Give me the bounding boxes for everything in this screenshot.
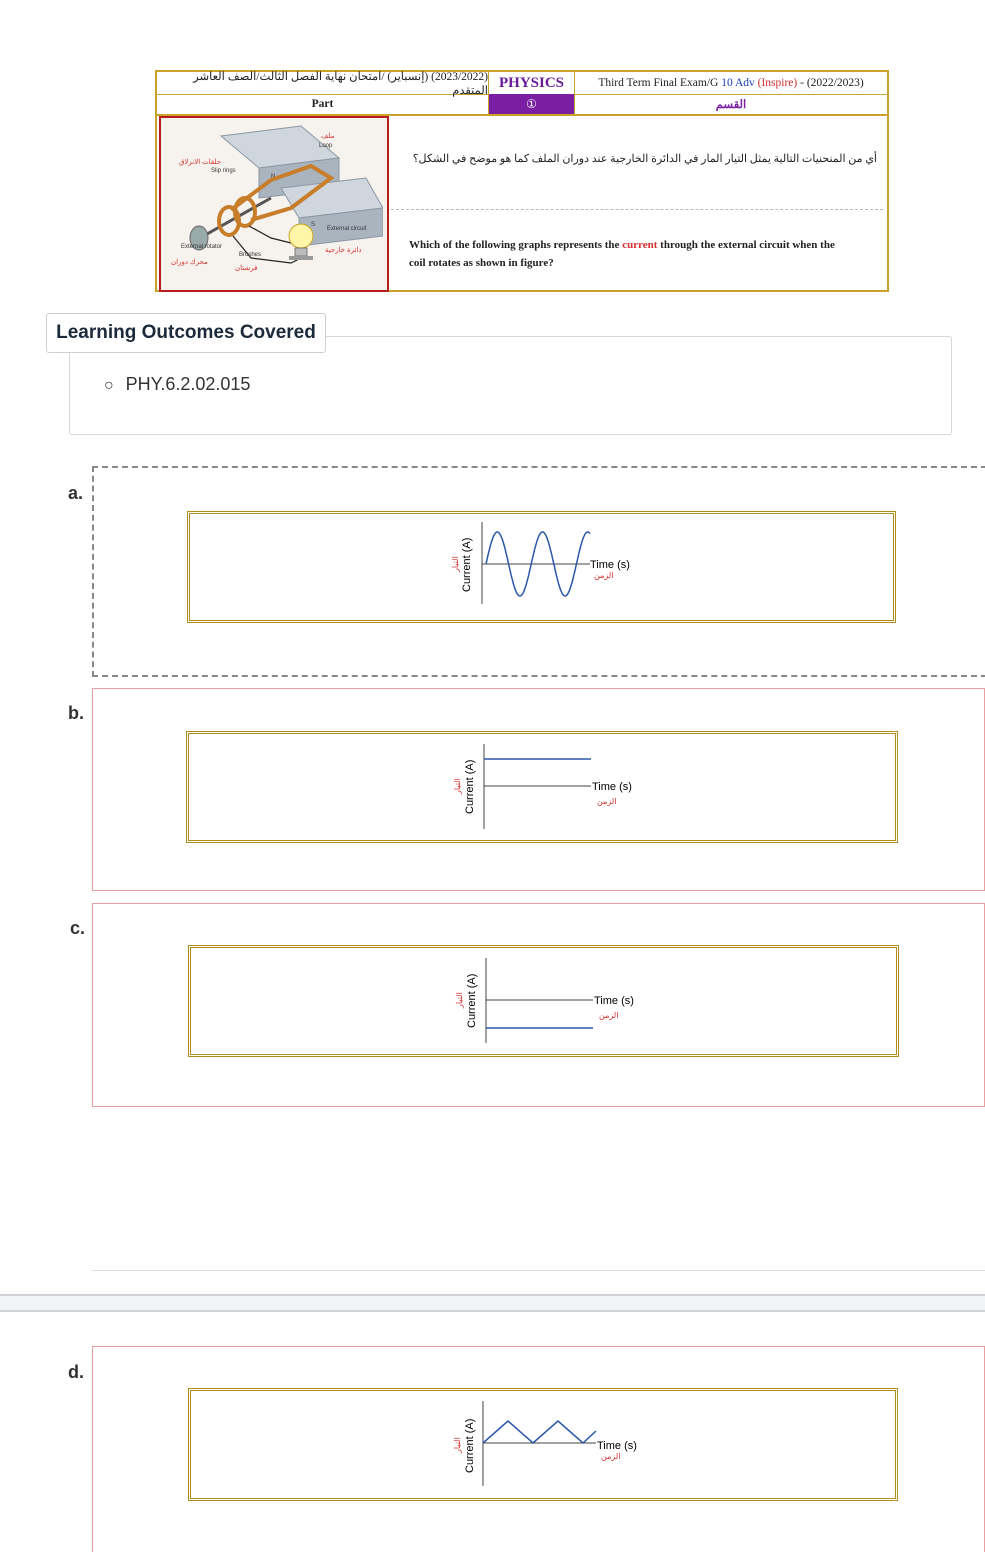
y-axis-label-ar: التيار <box>451 556 460 573</box>
x-axis-label: Time (s) <box>594 995 634 1007</box>
x-axis-label: Time (s) <box>590 559 630 571</box>
y-axis-label: Current (A) <box>464 760 476 814</box>
option-d-letter: d. <box>68 1362 84 1382</box>
svg-text:S: S <box>311 222 315 228</box>
header-row-part: Part ① القسم <box>157 94 887 116</box>
learning-outcomes-panel <box>69 336 952 435</box>
option-a[interactable] <box>92 466 985 677</box>
header-arabic-title: (2023/2022) (إنسباير) /امتحان نهاية الفص… <box>157 71 489 97</box>
y-axis-label-ar: التيار <box>453 1437 462 1454</box>
x-axis-label: Time (s) <box>597 1440 637 1452</box>
part-label: Part <box>157 94 489 114</box>
graph-svg-b: Current (A) التيار Time (s) الزمن <box>453 744 632 829</box>
question-arabic: أي من المنحنيات التالية يمثل التيار الما… <box>412 153 877 165</box>
option-a-letter: a. <box>68 483 84 503</box>
y-axis-label: Current (A) <box>461 538 473 592</box>
x-axis-label-ar: الزمن <box>601 1452 620 1461</box>
triangle-wave <box>482 1420 597 1445</box>
graph-svg-d: Current (A) التيار Time (s) الزمن <box>453 1401 637 1486</box>
label-external-circuit-ar: دائرة خارجية <box>325 246 362 254</box>
generator-figure: N S ملف Loop حلقات الانزلاق Slip rings E… <box>159 116 389 292</box>
content-divider <box>92 1270 985 1271</box>
label-slip-rings-ar: حلقات الانزلاق <box>179 158 221 166</box>
label-brushes-ar: فرشتان <box>235 264 257 272</box>
option-c-letter: c. <box>70 918 86 938</box>
label-loop-ar: ملف <box>321 132 335 140</box>
svg-text:N: N <box>271 174 275 180</box>
header-english-title: Third Term Final Exam/G 10 Adv (Inspire)… <box>598 77 864 89</box>
option-a-graph[interactable]: Current (A) التيار Time (s) الزمن <box>187 511 896 623</box>
label-loop-en: Loop <box>319 143 333 149</box>
label-slip-rings-en: Slip rings <box>211 168 236 174</box>
label-external-circuit-en: External circuit <box>327 226 367 232</box>
x-axis-label-ar: الزمن <box>599 1011 618 1020</box>
question-header: (2023/2022) (إنسباير) /امتحان نهاية الفص… <box>155 70 889 292</box>
x-axis-label-ar: الزمن <box>597 797 616 806</box>
y-axis-label-ar: التيار <box>453 778 462 795</box>
graph-svg-c: Current (A) التيار Time (s) الزمن <box>455 958 634 1043</box>
label-external-rotator-en: External rotator <box>181 244 222 250</box>
sine-curve <box>485 531 591 597</box>
option-b-graph[interactable]: Current (A) التيار Time (s) الزمن <box>186 731 898 843</box>
y-axis-label: Current (A) <box>466 974 478 1028</box>
y-axis-label: Current (A) <box>464 1419 476 1473</box>
y-axis-label-ar: التيار <box>455 992 464 1009</box>
section-label: القسم <box>715 99 747 111</box>
header-row-top: (2023/2022) (إنسباير) /امتحان نهاية الفص… <box>157 71 887 97</box>
option-c-graph[interactable]: Current (A) التيار Time (s) الزمن <box>188 945 899 1057</box>
x-axis-label: Time (s) <box>592 781 632 793</box>
subject-label: PHYSICS <box>489 72 575 94</box>
part-number: ① <box>489 94 575 114</box>
learning-outcomes-title: Learning Outcomes Covered <box>46 313 326 353</box>
question-divider <box>391 209 883 210</box>
option-d-graph[interactable]: Current (A) التيار Time (s) الزمن <box>188 1388 898 1501</box>
option-b-letter: b. <box>68 703 84 723</box>
learning-outcome-item: PHY.6.2.02.015 <box>104 374 251 395</box>
label-external-rotator-ar: محرك دوران <box>171 258 208 266</box>
graph-svg-a: Current (A) التيار Time (s) الزمن <box>451 522 630 604</box>
page-break-bar <box>0 1294 985 1312</box>
label-brushes-en: Brushes <box>239 252 261 258</box>
generator-diagram: N S ملف Loop حلقات الانزلاق Slip rings E… <box>171 125 384 272</box>
question-text-area: أي من المنحنيات التالية يمثل التيار الما… <box>389 116 885 288</box>
x-axis-label-ar: الزمن <box>594 571 613 580</box>
question-english: Which of the following graphs represents… <box>409 239 835 269</box>
